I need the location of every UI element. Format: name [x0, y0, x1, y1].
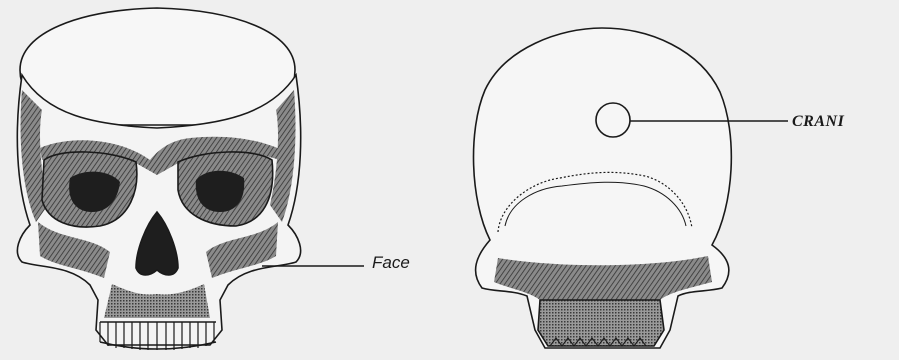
rear-skull-icon [474, 28, 732, 348]
front-skull-icon [17, 8, 300, 350]
crani-marker-circle [596, 103, 630, 137]
front-cranium-outline [20, 8, 295, 125]
face-label: Face [372, 253, 410, 273]
crani-label: CRANI [792, 113, 844, 131]
